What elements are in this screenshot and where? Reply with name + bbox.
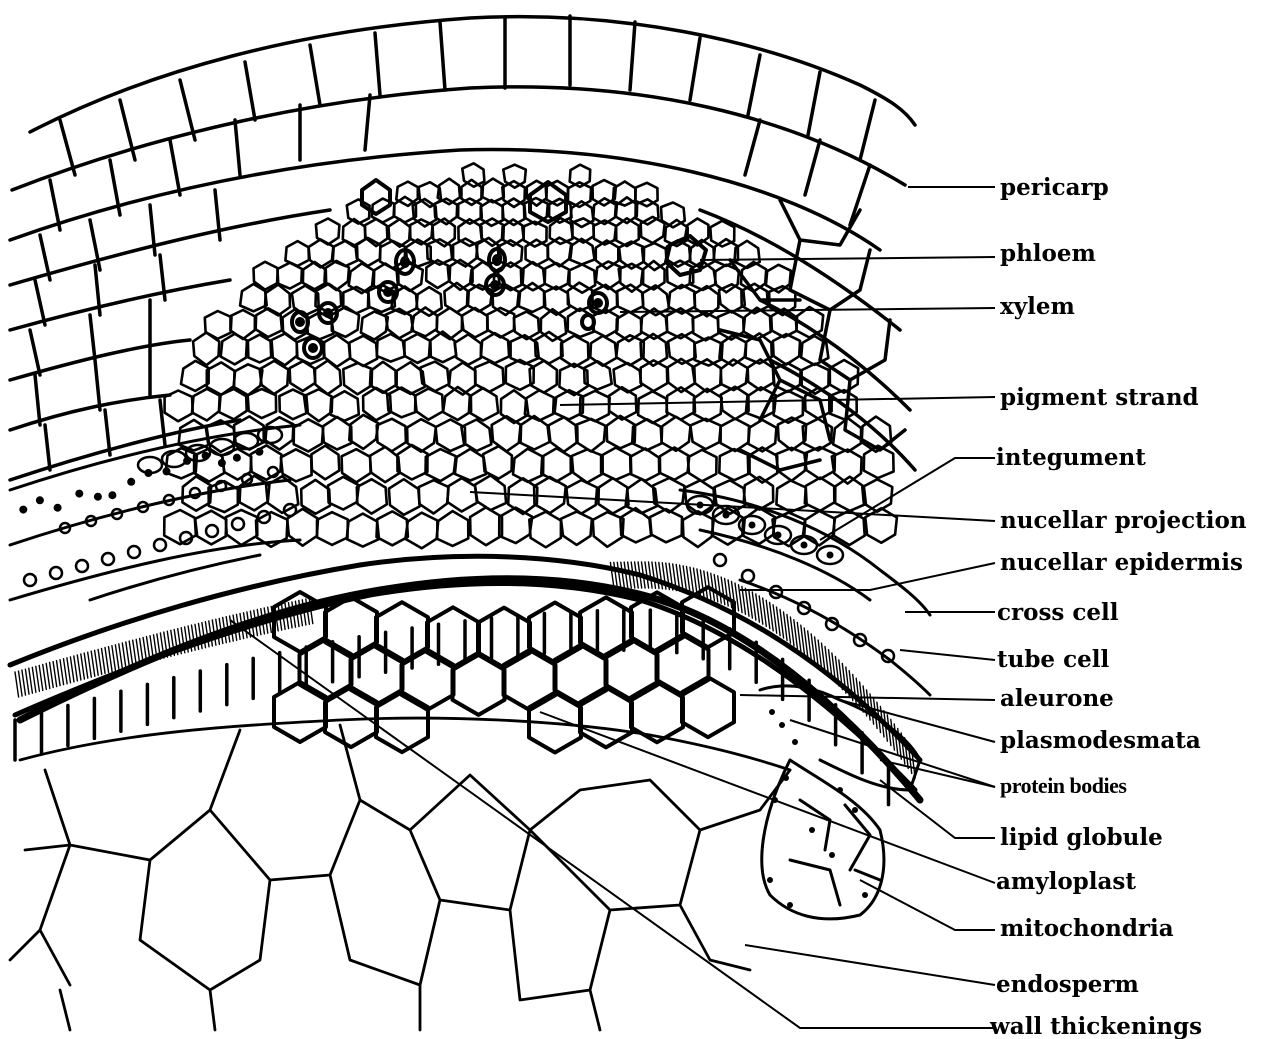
- label-phloem: phloem: [1000, 240, 1096, 267]
- label-wall-thickenings: wall thickenings: [989, 1013, 1202, 1039]
- label-plasmodesmata: plasmodesmata: [1000, 727, 1201, 754]
- label-protein-bodies: protein bodies: [1000, 773, 1127, 798]
- label-tube-cell: tube cell: [997, 646, 1109, 673]
- label-mitochondria: mitochondria: [1000, 915, 1174, 942]
- pericarp-tissue: [10, 16, 915, 480]
- label-xylem: xylem: [1000, 293, 1075, 320]
- label-nucellar-projection: nucellar projection: [1000, 507, 1247, 534]
- label-aleurone: aleurone: [1000, 685, 1114, 712]
- label-pigment-strand: pigment strand: [1000, 384, 1199, 411]
- label-integument: integument: [996, 444, 1146, 471]
- label-nucellar-epidermis: nucellar epidermis: [1000, 549, 1243, 576]
- label-pericarp: pericarp: [1000, 174, 1109, 201]
- label-amyloplast: amyloplast: [996, 868, 1136, 895]
- label-lipid-globule: lipid globule: [1000, 824, 1163, 851]
- endosperm-tissue: [10, 718, 790, 1030]
- label-cross-cell: cross cell: [997, 599, 1119, 626]
- labels: pericarp phloem xylem pigment strand int…: [989, 174, 1247, 1039]
- label-endosperm: endosperm: [996, 971, 1139, 998]
